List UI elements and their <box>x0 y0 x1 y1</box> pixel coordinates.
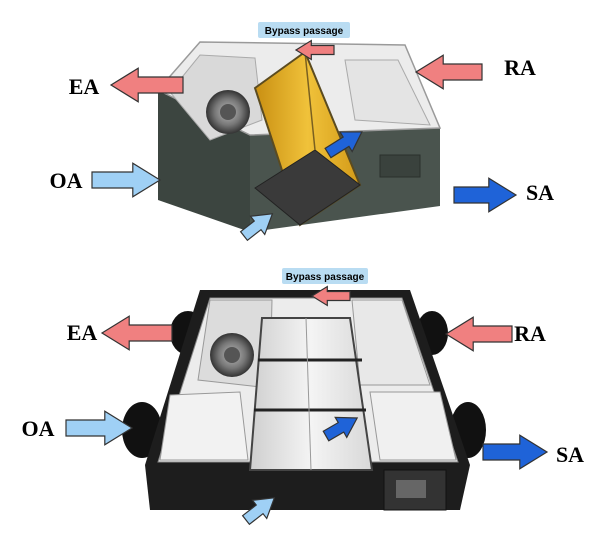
bottom-inner-supply-arrow <box>322 416 359 442</box>
bottom-right-bottom-chamber <box>369 391 457 461</box>
bottom-left-bottom-chamber <box>159 391 249 461</box>
bottom-oa-label: OA <box>22 416 55 441</box>
top-ra-label: RA <box>504 55 536 80</box>
top-right-chamber <box>344 59 431 126</box>
top-oa-arrow <box>91 162 162 198</box>
top-bypass-label: Bypass passage <box>265 26 344 37</box>
top-ea-arrow <box>109 67 184 103</box>
top-core-end <box>254 149 361 226</box>
bottom-oa-arrow <box>65 410 134 446</box>
bottom-inner-outdoor-arrow <box>241 497 276 526</box>
airflow-labels: EA RA OA SA EA RA OA SA <box>22 55 585 467</box>
top-bypass-arrow <box>294 39 335 61</box>
bottom-unit: Bypass passage <box>122 268 486 511</box>
bottom-ea-label: EA <box>67 320 98 345</box>
top-sa-arrow <box>453 177 518 213</box>
top-bypass-label-box <box>258 22 350 38</box>
airflow-arrows <box>65 39 549 526</box>
top-inner-supply-arrow <box>324 131 363 159</box>
bottom-bypass-label-box <box>282 268 368 284</box>
bottom-sa-label: SA <box>556 442 584 467</box>
top-ra-arrow <box>414 54 483 90</box>
bottom-control-box <box>383 469 447 511</box>
top-inner-outdoor-arrow <box>239 213 274 242</box>
top-unit: Bypass passage <box>156 22 442 232</box>
bottom-ea-arrow <box>100 315 173 351</box>
bottom-core <box>248 317 374 471</box>
bottom-sa-arrow <box>482 434 549 470</box>
bottom-ra-label: RA <box>514 321 546 346</box>
bottom-bypass-arrow <box>310 285 351 307</box>
bottom-right-top-chamber <box>351 299 431 386</box>
bottom-bypass-label: Bypass passage <box>286 272 365 283</box>
bottom-ra-arrow <box>444 316 513 352</box>
top-sa-label: SA <box>526 180 554 205</box>
top-ea-label: EA <box>69 74 100 99</box>
top-oa-label: OA <box>50 168 83 193</box>
